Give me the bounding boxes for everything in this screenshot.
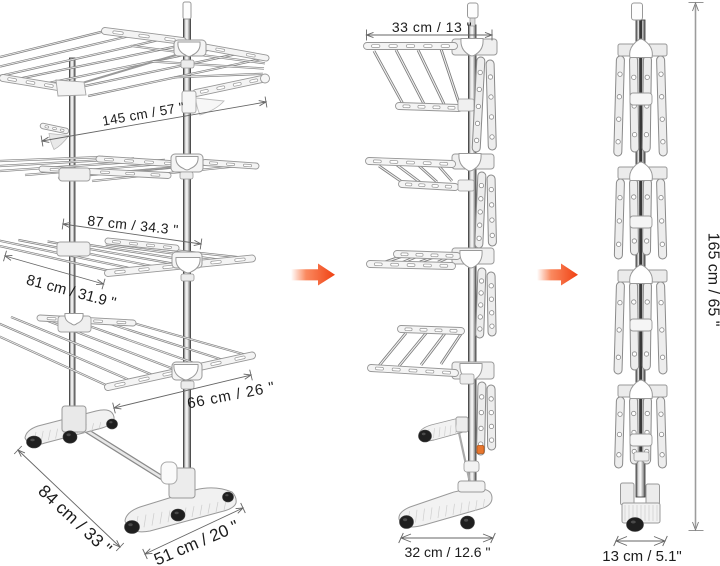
svg-text:13 cm / 5.1": 13 cm / 5.1" — [602, 548, 682, 565]
svg-text:165 cm / 65 ": 165 cm / 65 " — [705, 233, 720, 327]
svg-text:33 cm / 13 ": 33 cm / 13 " — [392, 19, 472, 35]
svg-text:32 cm / 12.6 ": 32 cm / 12.6 " — [405, 544, 491, 560]
